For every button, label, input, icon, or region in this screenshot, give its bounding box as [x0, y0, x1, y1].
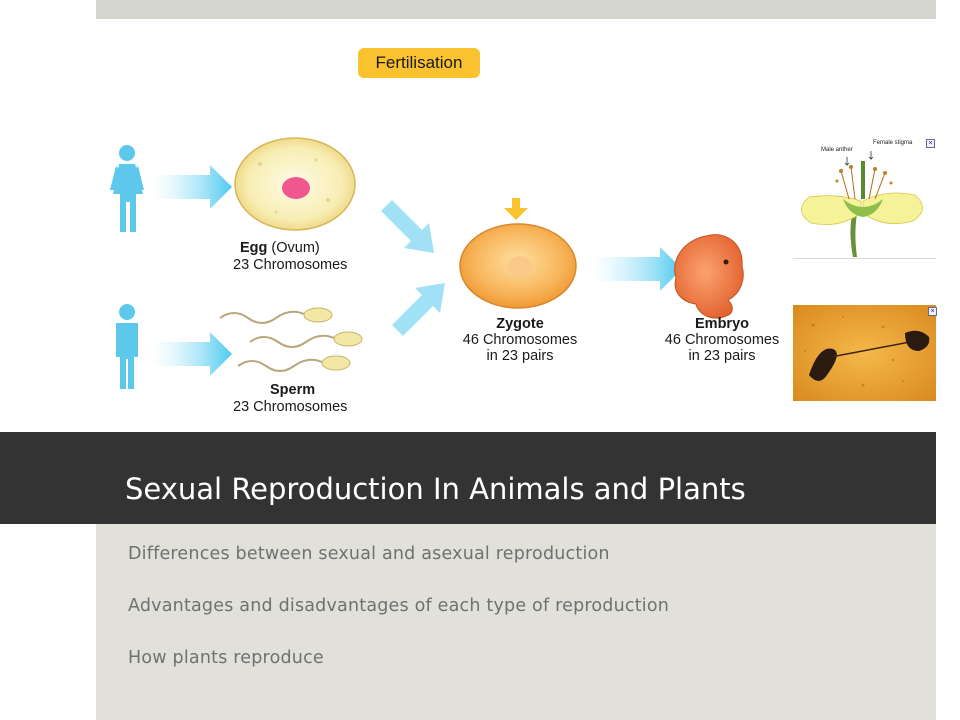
sperm-cells-icon [219, 307, 363, 372]
fertilisation-arrow-icon [504, 198, 528, 220]
bullet-item: Advantages and disadvantages of each typ… [128, 596, 670, 616]
sperm-label: Sperm [270, 382, 316, 398]
bacteria-micrograph-icon [793, 305, 936, 401]
embryo-line1: 46 Chromosomes [664, 332, 780, 348]
reproduction-diagram [110, 137, 744, 389]
arrow-zygote-to-embryo-icon [592, 247, 682, 291]
flower-close-icon[interactable]: × [926, 139, 935, 148]
fertilisation-badge: Fertilisation [358, 48, 480, 78]
egg-label-bold: Egg [240, 240, 268, 256]
flower-image: Male anther Female stigma × [793, 135, 936, 259]
embryo-icon [674, 234, 744, 319]
slide-title: Sexual Reproduction In Animals and Plant… [125, 472, 746, 506]
bullet-item: How plants reproduce [128, 648, 324, 668]
zygote-line2: in 23 pairs [486, 348, 554, 364]
egg-label-rest: (Ovum) [271, 240, 320, 256]
title-bar [0, 432, 936, 524]
bullet-item: Differences between sexual and asexual r… [128, 544, 610, 564]
microscope-close-icon[interactable]: × [928, 307, 937, 316]
egg-cell-icon [234, 137, 356, 231]
zygote-label: Zygote [496, 316, 544, 332]
top-band [96, 0, 936, 19]
zygote-line1: 46 Chromosomes [462, 332, 578, 348]
egg-label: Egg (Ovum) [240, 240, 320, 256]
sperm-chromosomes: 23 Chromosomes [233, 399, 348, 415]
arrow-female-to-egg-icon [152, 165, 232, 209]
content-area [96, 524, 936, 720]
male-anther-label: Male anther [821, 147, 853, 153]
flower-icon [801, 151, 923, 257]
arrow-male-to-sperm-icon [152, 332, 232, 376]
female-figure-icon [110, 145, 144, 232]
egg-chromosomes: 23 Chromosomes [233, 257, 348, 273]
male-figure-icon [116, 304, 138, 389]
female-stigma-label: Female stigma [873, 140, 913, 146]
microscope-image: × [793, 305, 937, 401]
arrow-egg-to-zygote-icon [381, 200, 434, 253]
zygote-cell-icon [459, 223, 577, 309]
embryo-label: Embryo [695, 316, 749, 332]
embryo-line2: in 23 pairs [688, 348, 756, 364]
arrow-sperm-to-zygote-icon [392, 283, 445, 336]
